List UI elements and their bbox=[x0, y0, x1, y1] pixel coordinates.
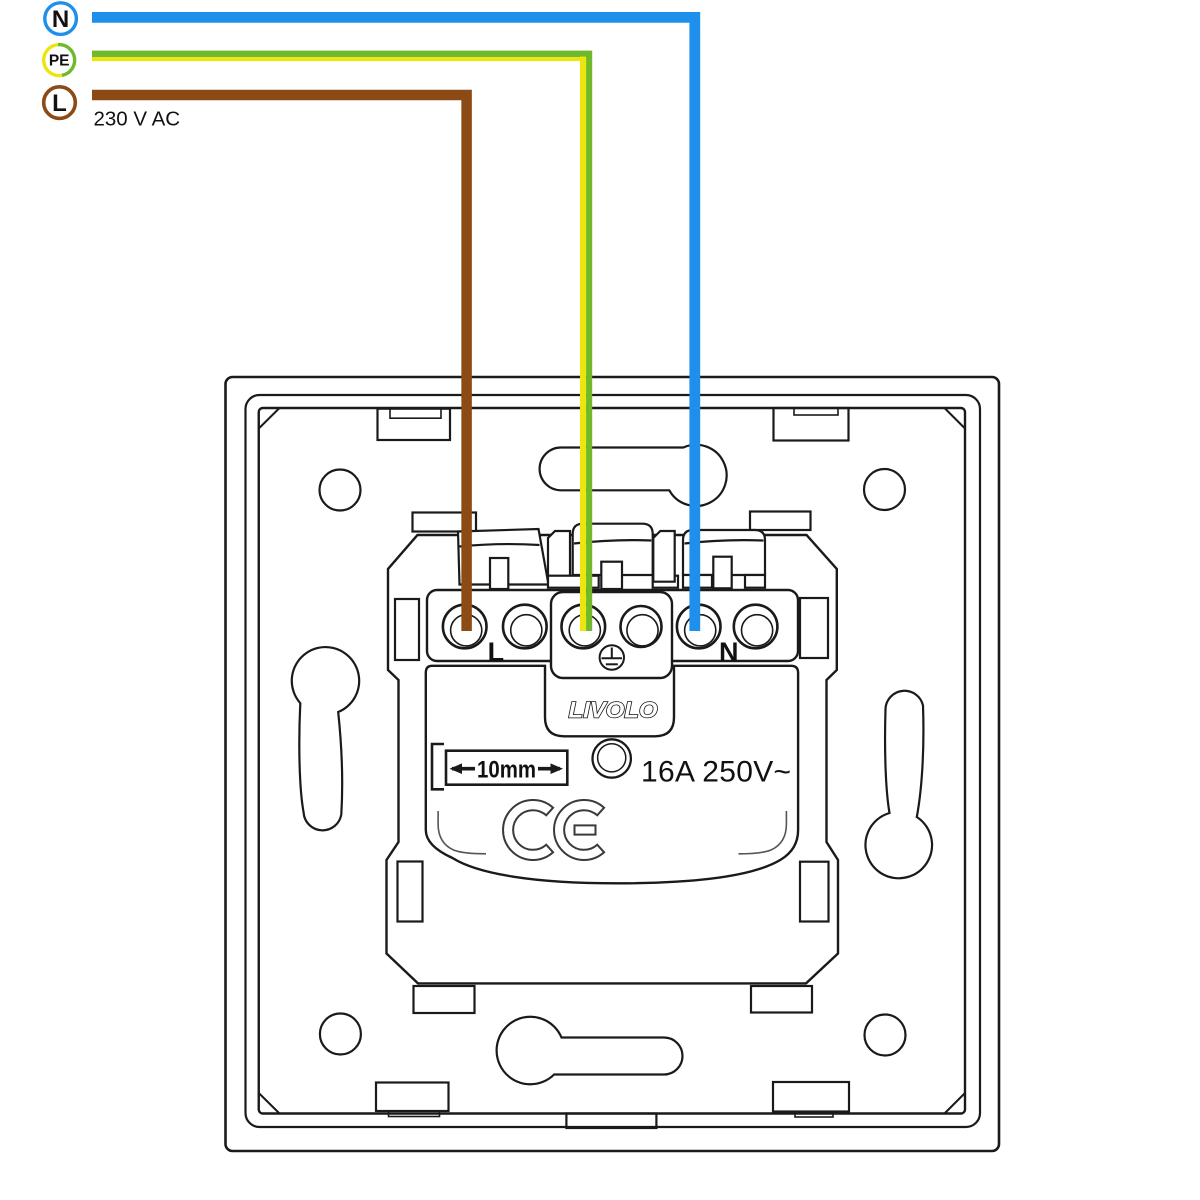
screw-inner-circle bbox=[596, 742, 627, 773]
clip-bottom-center bbox=[565, 1112, 658, 1130]
clamp-divider-left bbox=[546, 529, 572, 583]
screw-icon bbox=[591, 738, 633, 779]
keyhole-slot-bottom bbox=[495, 1015, 684, 1086]
clamp-neutral-foot-right bbox=[743, 573, 767, 589]
wire-line-brown bbox=[92, 89, 472, 631]
module-face: 10mm 16A 250V~ bbox=[424, 664, 800, 885]
legend-neutral-label: N bbox=[52, 6, 69, 33]
corner-chamfer-bottom-left bbox=[258, 1092, 281, 1115]
clamp-earth-peg bbox=[600, 560, 624, 591]
terminal-hole-6-inner bbox=[740, 613, 774, 647]
yoke-ear-bottom-left bbox=[396, 860, 424, 923]
ce-letter-e bbox=[553, 799, 606, 861]
legend-neutral: N bbox=[43, 1, 79, 37]
legend-earth-ring-yellow bbox=[41, 42, 63, 78]
clip-top-left-notch bbox=[389, 407, 442, 420]
terminal-label-line: L bbox=[488, 637, 505, 667]
yoke-ear-bottom-right bbox=[798, 860, 830, 923]
terminal-hole-4-inner bbox=[626, 613, 659, 647]
strip-length-indicator: 10mm bbox=[430, 742, 569, 791]
terminal-hole-2-inner bbox=[509, 613, 543, 647]
wire-earth-yellow-horizontal bbox=[92, 57, 580, 61]
earth-symbol-icon bbox=[598, 644, 625, 671]
legend-line-ring bbox=[41, 84, 78, 121]
legend-line: L bbox=[41, 84, 78, 121]
strip-length-label: 10mm bbox=[477, 757, 536, 784]
yoke-ear-top-right bbox=[798, 596, 830, 660]
keyhole-slot-right bbox=[864, 689, 934, 880]
plate-hole-top-right bbox=[862, 467, 907, 512]
yoke-tab-bottom-right bbox=[749, 984, 814, 1014]
legend-earth-label: PE bbox=[49, 53, 70, 70]
brand-label: LIVOLO bbox=[569, 698, 658, 723]
clip-top-right-notch bbox=[793, 407, 839, 416]
clamp-earth bbox=[571, 522, 654, 577]
rating-label: 16A 250V~ bbox=[641, 756, 791, 789]
plate-hole-bottom-right bbox=[863, 1013, 907, 1057]
wire-earth-green-horizontal bbox=[92, 50, 593, 58]
yoke-tab-bottom-left bbox=[412, 984, 476, 1015]
strip-length-arrow-right-head bbox=[550, 763, 563, 774]
strip-length-bracket bbox=[430, 742, 444, 791]
ce-mark-icon bbox=[502, 799, 606, 861]
face-corner-mark-right bbox=[738, 811, 788, 855]
yoke-tab-top-right bbox=[748, 510, 812, 532]
wires bbox=[92, 11, 701, 632]
keyhole-slot-top bbox=[538, 443, 728, 508]
supply-voltage-label: 230 V AC bbox=[94, 108, 181, 131]
clamp-line-peg bbox=[488, 556, 510, 591]
corner-chamfer-top-right bbox=[943, 407, 966, 430]
terminal-hole-2-outer bbox=[501, 603, 548, 650]
wire-clamps bbox=[456, 522, 767, 591]
face-corner-mark-left bbox=[437, 811, 487, 855]
clip-bottom-left-notch bbox=[387, 1110, 441, 1118]
terminal-hole-6-outer bbox=[732, 603, 779, 650]
yoke-ear-top-left bbox=[393, 597, 421, 662]
legend-earth: PE bbox=[41, 42, 77, 78]
legend-line-label: L bbox=[52, 90, 67, 117]
terminal-hole-4-outer bbox=[619, 604, 663, 649]
wire-earth-green-yellow bbox=[92, 50, 593, 632]
clip-bottom-right-notch bbox=[794, 1110, 834, 1118]
clamp-divider-right bbox=[652, 529, 676, 583]
legend-earth-ring-green bbox=[57, 42, 77, 78]
terminal-strip: L N bbox=[425, 588, 800, 680]
terminal-holes bbox=[441, 603, 779, 650]
yoke-tab-top-left bbox=[411, 511, 478, 533]
plate-clips bbox=[374, 406, 851, 1130]
terminal-label-neutral: N bbox=[719, 637, 739, 667]
wire-neutral-blue bbox=[92, 11, 701, 631]
keyhole-slot-left bbox=[290, 646, 361, 832]
corner-chamfer-top-left bbox=[258, 407, 281, 430]
clamp-neutral-peg bbox=[712, 555, 733, 590]
ce-letter-c bbox=[502, 799, 555, 861]
strip-length-arrow-left-head bbox=[449, 763, 462, 774]
wire-earth-green-vertical bbox=[586, 56, 593, 632]
ce-letter-e-bar bbox=[573, 824, 597, 836]
wire-earth-yellow-vertical bbox=[580, 56, 587, 632]
screw-outer-circle bbox=[591, 738, 633, 779]
plate-hole-bottom-left bbox=[318, 1012, 362, 1056]
corner-chamfer-bottom-right bbox=[943, 1092, 966, 1115]
earth-symbol-circle bbox=[598, 644, 625, 671]
module-face-outline bbox=[424, 664, 800, 885]
legend-neutral-ring bbox=[43, 1, 79, 37]
legend: N PE L 230 V AC bbox=[41, 1, 181, 131]
plate-hole-top-left bbox=[318, 468, 362, 512]
